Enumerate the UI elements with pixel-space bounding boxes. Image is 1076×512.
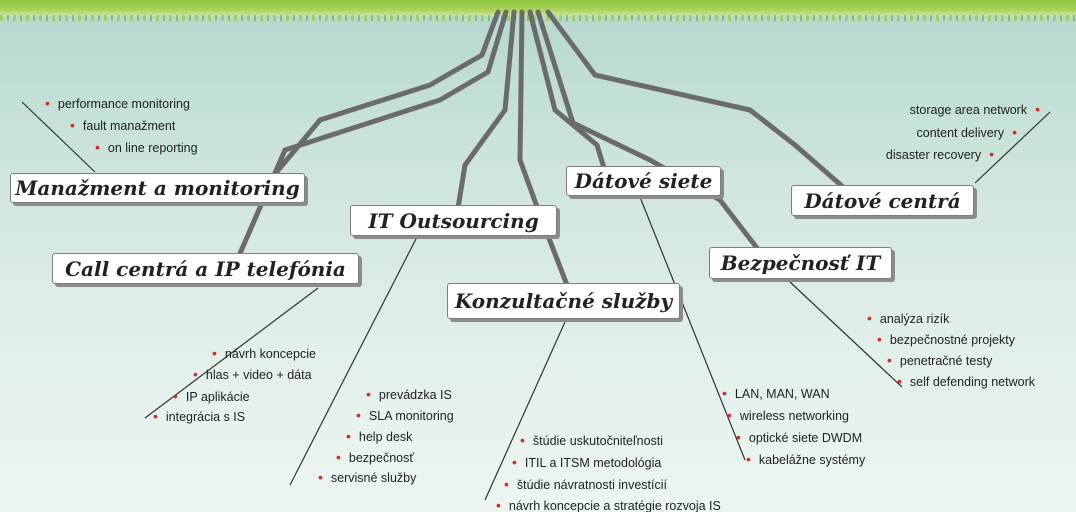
label-outsourcing: IT Outsourcing xyxy=(350,205,557,236)
pointer-callcentra xyxy=(144,287,319,419)
list-item: •návrh koncepcie xyxy=(212,345,316,361)
list-item: •návrh koncepcie a stratégie rozvoja IS xyxy=(496,497,721,512)
list-item: •kabelážne systémy xyxy=(746,451,866,467)
list-item: •LAN, MAN, WAN xyxy=(722,385,830,401)
list-item: •analýza rizík xyxy=(867,310,950,326)
list-item: •self defending network xyxy=(897,373,1035,389)
label-datove-siete: Dátové siete xyxy=(566,166,721,196)
list-item: •penetračné testy xyxy=(887,352,993,368)
list-item: content delivery• xyxy=(916,124,1017,140)
list-item: disaster recovery• xyxy=(885,146,994,162)
list-item: •bezpečnostné projekty xyxy=(877,331,1015,347)
branch-manazment xyxy=(267,9,501,183)
branch-datove-siete xyxy=(527,9,607,171)
list-item: •on line reporting xyxy=(95,139,198,155)
list-item: •optické siete DWDM xyxy=(736,429,863,445)
pointer-bezpecnost xyxy=(789,281,903,388)
label-callcentra: Call centrá a IP telefónia xyxy=(52,253,359,284)
list-item: •štúdie uskutočniteľnosti xyxy=(520,432,664,448)
branch-datove-centra xyxy=(545,9,845,189)
list-item: •integrácia s IS xyxy=(153,408,246,424)
pointer-konzultacne xyxy=(484,321,566,501)
list-item: •performance monitoring xyxy=(45,95,190,111)
list-item: •prevádzka IS xyxy=(366,386,452,402)
label-datove-centra: Dátové centrá xyxy=(791,185,974,216)
list-item: storage area network• xyxy=(909,101,1040,117)
list-item: •hlas + video + dáta xyxy=(193,366,312,382)
pointer-manazment xyxy=(21,101,96,173)
label-manazment: Manažment a monitoring xyxy=(10,173,305,203)
list-item: •help desk xyxy=(346,428,413,444)
branch-konzultacne xyxy=(517,9,570,288)
list-item: •servisné služby xyxy=(318,469,417,485)
list-item: •SLA monitoring xyxy=(356,407,454,423)
list-item: •wireless networking xyxy=(727,407,849,423)
list-item: •IP aplikácie xyxy=(173,388,250,404)
list-item: •štúdie návratnosti investícií xyxy=(504,476,667,492)
pointer-datove-centra xyxy=(974,111,1051,184)
list-item: •fault manažment xyxy=(70,117,176,133)
list-item: •bezpečnosť xyxy=(336,449,415,465)
label-bezpecnost: Bezpečnosť IT xyxy=(709,247,892,279)
pointer-datove-siete xyxy=(639,196,746,461)
branch-outsourcing xyxy=(455,9,517,211)
pointer-outsourcing xyxy=(289,234,419,486)
list-item: •ITIL a ITSM metodológia xyxy=(512,454,662,470)
branch-bezpecnost xyxy=(535,9,760,251)
label-konzultacne: Konzultačné služby xyxy=(447,283,680,319)
